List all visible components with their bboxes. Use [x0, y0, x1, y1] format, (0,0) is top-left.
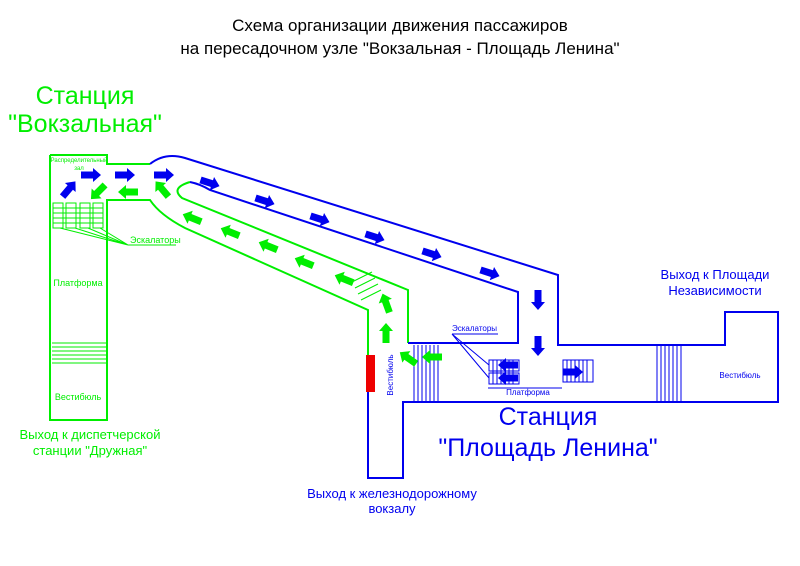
blue-flow-arrow-icon: [115, 168, 135, 182]
green-flow-arrow-icon: [220, 224, 241, 239]
blue-flow-arrow-icon: [421, 247, 442, 262]
blue-flow-arrow-icon: [563, 365, 583, 379]
closed-passage-marker: [366, 355, 375, 392]
left-exit-label-2: станции "Дружная": [33, 443, 148, 458]
blue-flow-arrow-icon: [199, 176, 220, 191]
blue-flow-arrow-icon: [531, 290, 545, 310]
blue-flow-arrow-icon: [479, 266, 500, 281]
right-platform-label: Платформа: [506, 388, 550, 397]
green-flow-arrow-icon: [118, 185, 138, 199]
blue-flow-arrow-icon: [309, 212, 330, 227]
green-flow-arrow-icon: [294, 254, 315, 269]
green-flow-arrow-icon: [90, 182, 108, 200]
blue-flow-arrow-icon: [498, 358, 518, 372]
right-station-outline: [149, 155, 779, 479]
right-exit-top-1: Выход к Площади: [661, 267, 770, 282]
green-flow-arrow-icon: [334, 271, 355, 286]
hall-label-1: Распределительный: [51, 157, 108, 164]
right-station-name-1: Станция: [499, 403, 598, 431]
green-flow-arrow-icon: [155, 181, 172, 199]
left-escalators-label: Эскалаторы: [130, 235, 181, 245]
title-line2: на пересадочном узле "Вокзальная - Площа…: [180, 39, 619, 58]
right-exit-bottom-2: вокзалу: [368, 501, 416, 516]
left-exit-label-1: Выход к диспетчерской: [19, 427, 160, 442]
left-vestibule-label: Вестибюль: [55, 392, 102, 402]
blue-flow-arrow-icon: [364, 230, 385, 245]
blue-flow-arrow-icon: [254, 194, 275, 209]
left-station-name-1: Станция: [36, 82, 135, 110]
right-station-name-2: "Площадь Ленина": [438, 434, 657, 462]
green-flow-arrow-icon: [182, 210, 203, 225]
green-flow-arrow-icon: [399, 351, 419, 367]
green-flow-arrow-icon: [379, 323, 393, 343]
flow-arrows: [59, 168, 583, 385]
blue-flow-arrow-icon: [498, 371, 518, 385]
left-escalators: [52, 202, 382, 364]
green-flow-arrow-icon: [422, 350, 442, 364]
left-station-name-2: "Вокзальная": [8, 110, 162, 138]
blue-flow-arrow-icon: [531, 336, 545, 356]
left-platform-label: Платформа: [53, 278, 102, 288]
blue-flow-arrow-icon: [154, 168, 174, 182]
blue-flow-arrow-icon: [81, 168, 101, 182]
right-exit-top-2: Независимости: [668, 283, 761, 298]
right-escalators-label: Эскалаторы: [452, 324, 497, 333]
blue-flow-arrow-icon: [59, 181, 76, 199]
left-station-outline: [49, 154, 409, 421]
right-vestibule-label: Вестибюль: [719, 371, 760, 380]
hall-label-2: зал: [74, 166, 84, 172]
green-flow-arrow-icon: [258, 238, 279, 253]
green-flow-arrow-icon: [378, 293, 393, 314]
right-exit-bottom-1: Выход к железнодорожному: [307, 486, 477, 501]
left-vestibule-vertical-label: Вестибюль: [386, 354, 395, 395]
title-line1: Схема организации движения пассажиров: [232, 16, 568, 35]
